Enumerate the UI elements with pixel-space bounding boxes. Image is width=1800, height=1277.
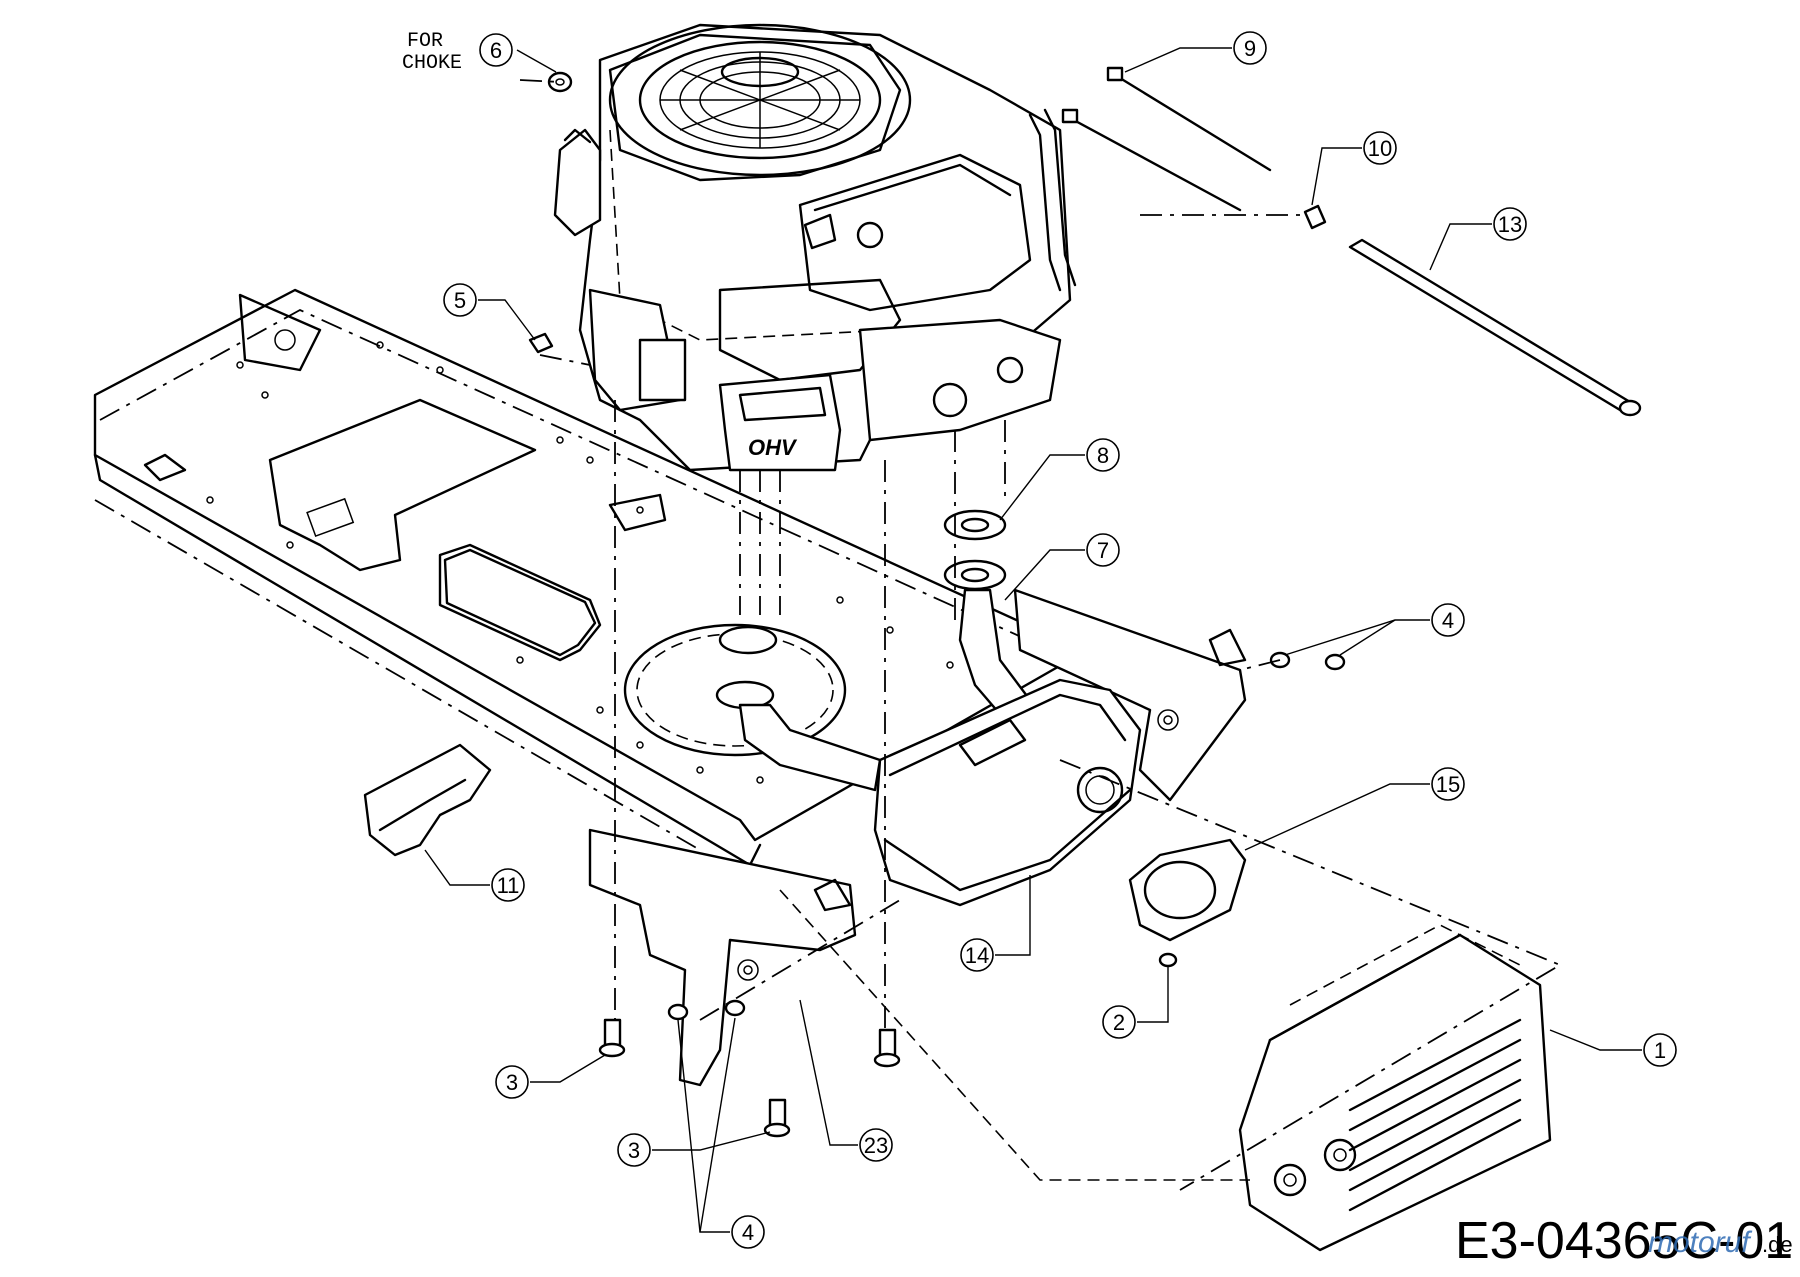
callout-5: 5 [443,283,536,341]
screw-2 [1158,952,1178,968]
rod-13 [1348,238,1642,417]
callout-2: 2 [1102,965,1169,1039]
svg-text:2: 2 [1113,1010,1125,1035]
svg-text:8: 8 [1097,443,1109,468]
exhaust-pipe-left [715,625,882,792]
note-choke: CHOKE [402,52,462,75]
callout-23: 23 [799,999,893,1162]
screen-grille [659,51,861,149]
drawing-code: E3-04365C-01 [1455,1212,1793,1270]
guard-vents [1348,1018,1522,1212]
callout-4-bottom: 4 [677,1017,765,1249]
side-plate-left [588,828,857,1087]
bolts-3 [598,1018,901,1138]
callout-9: 9 [1124,31,1267,73]
svg-text:23: 23 [864,1133,888,1158]
callout-6: 6 [479,33,557,73]
callout-1: 1 [1549,1029,1677,1067]
engine: OHV [553,23,1077,472]
watermark-suffix: .de [1762,1232,1793,1257]
svg-text:11: 11 [497,873,520,898]
engine-badge-text: OHV [748,435,798,460]
callout-14: 14 [960,875,1031,972]
heat-shield-15 [1128,838,1247,942]
exhaust-gasket-8 [943,509,1007,541]
centerlines [519,79,1563,1191]
svg-text:5: 5 [454,288,466,313]
svg-text:13: 13 [1498,212,1522,237]
watermark: motoruf [1648,1226,1752,1259]
callout-3-bottom: 3 [617,1131,771,1167]
svg-text:4: 4 [1442,608,1454,633]
ohv-badge: OHV [718,373,842,472]
svg-text:15: 15 [1436,772,1460,797]
svg-text:10: 10 [1368,136,1392,161]
cable-tie-9 [1061,66,1272,212]
svg-text:1: 1 [1654,1038,1666,1063]
nut-5 [528,332,554,354]
choke-nut-6 [547,71,573,93]
side-plate-right [1013,588,1247,802]
callout-4-right: 4 [1284,603,1465,656]
callout-13: 13 [1429,207,1527,271]
svg-text:14: 14 [965,943,989,968]
frame [93,288,1072,867]
callout-11: 11 [424,849,525,902]
svg-text:9: 9 [1244,36,1256,61]
note-for: FOR [407,30,443,53]
svg-text:3: 3 [628,1138,640,1163]
svg-text:4: 4 [742,1220,754,1245]
callout-10: 10 [1311,131,1397,206]
bracket-11 [363,743,492,857]
callout-7: 7 [1004,533,1120,601]
svg-text:6: 6 [490,38,502,63]
callout-3-top: 3 [495,1054,606,1099]
svg-text:7: 7 [1097,538,1109,563]
muffler [873,678,1142,907]
callout-8: 8 [999,438,1120,521]
svg-text:3: 3 [506,1070,518,1095]
clip-10 [1303,204,1327,230]
exhaust-gasket-7 [943,559,1007,591]
callout-15: 15 [1244,767,1465,851]
muffler-guard-1 [1238,924,1552,1252]
